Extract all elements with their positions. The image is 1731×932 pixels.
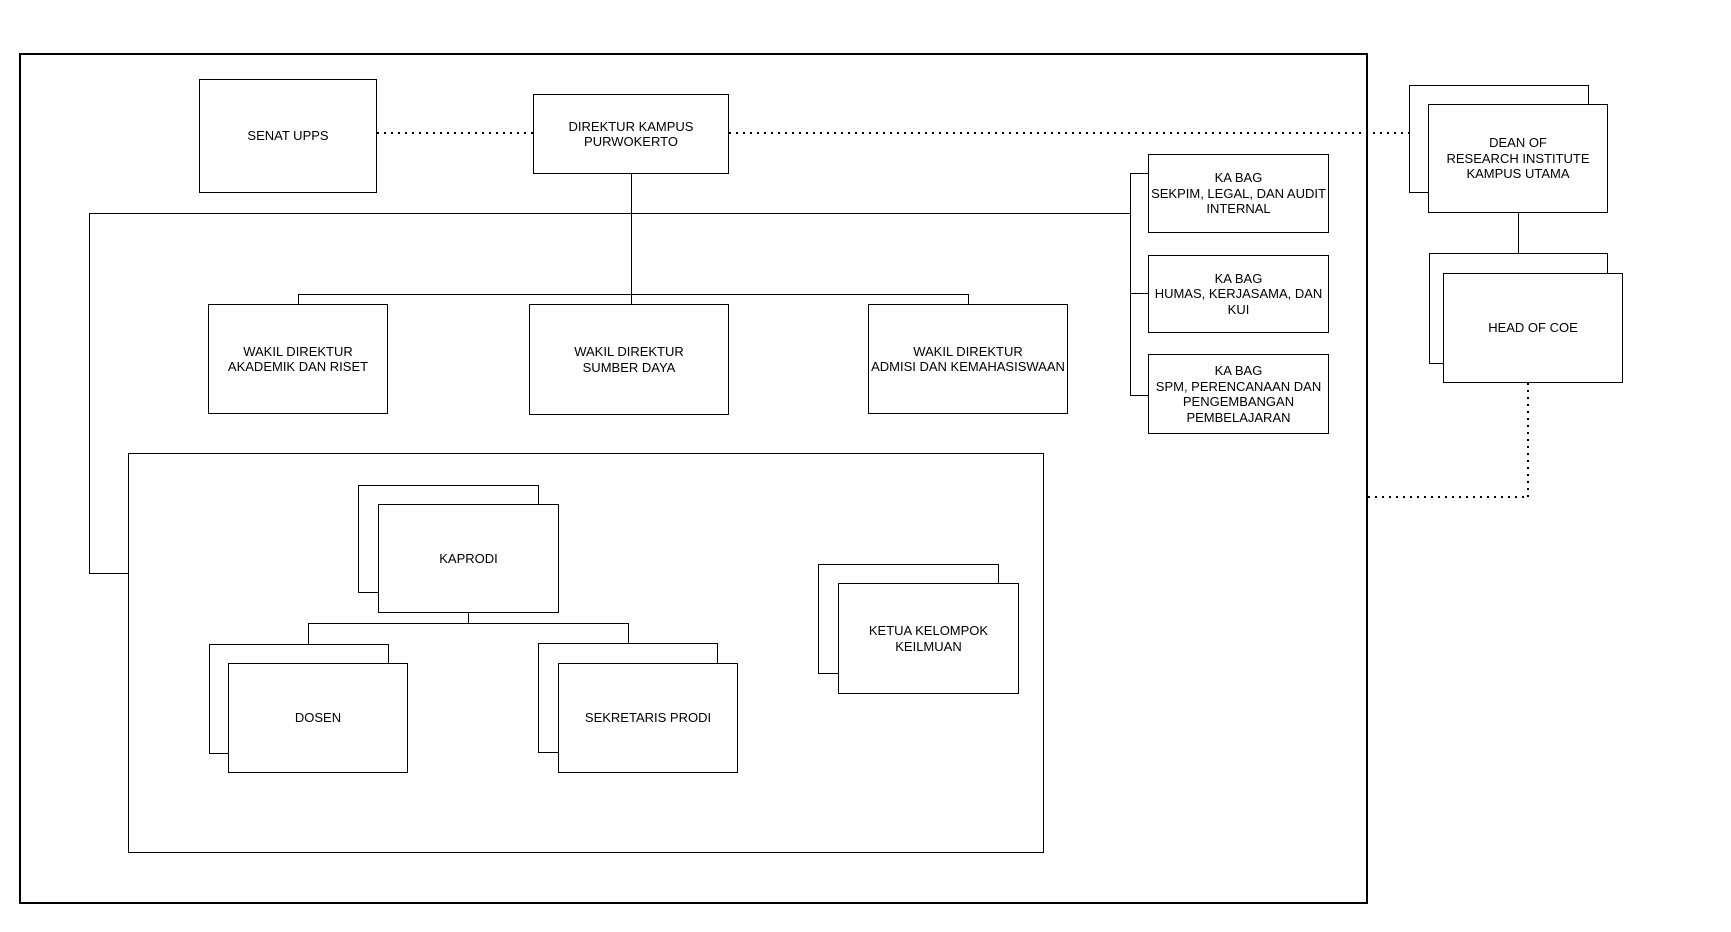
prodi-group-frame [128, 453, 1044, 853]
edge-stub-kabag-sekpim [1130, 173, 1148, 174]
node-sekretaris-prodi: SEKRETARIS PRODI [558, 663, 738, 773]
node-dosen: DOSEN [228, 663, 408, 773]
edge-left-drop [89, 213, 90, 573]
edge-stub-kabag-humas [1130, 293, 1148, 294]
edge-direktur-dean-dotted [729, 132, 1409, 134]
edge-stub-sekretaris [628, 623, 629, 643]
edge-coe-down-dotted [1527, 383, 1529, 497]
edge-dean-coe [1518, 213, 1519, 253]
edge-wakil-rail [298, 294, 968, 295]
node-wakil-akademik: WAKIL DIREKTUR AKADEMIK DAN RISET [208, 304, 388, 414]
edge-kaprodi-stub [468, 613, 469, 623]
edge-stub-wakil-akademik [298, 294, 299, 304]
node-head-coe: HEAD OF COE [1443, 273, 1623, 383]
node-direktur-kampus: DIREKTUR KAMPUS PURWOKERTO [533, 94, 729, 174]
edge-stub-kabag-spm [1130, 395, 1148, 396]
node-kabag-spm: KA BAG SPM, PERENCANAAN DAN PENGEMBANGAN… [1148, 354, 1329, 434]
edge-senat-direktur-dotted [377, 132, 533, 134]
edge-stub-dosen [308, 623, 309, 644]
edge-left-elbow [89, 573, 128, 574]
node-wakil-sumber-daya: WAKIL DIREKTUR SUMBER DAYA [529, 304, 729, 415]
node-kaprodi: KAPRODI [378, 504, 559, 613]
edge-kaprodi-rail [308, 623, 628, 624]
node-kabag-sekpim: KA BAG SEKPIM, LEGAL, DAN AUDIT INTERNAL [1148, 154, 1329, 233]
node-dean-ri: DEAN OF RESEARCH INSTITUTE KAMPUS UTAMA [1428, 104, 1608, 213]
node-ketua-kelompok: KETUA KELOMPOK KEILMUAN [838, 583, 1019, 694]
node-senat-upps: SENAT UPPS [199, 79, 377, 193]
edge-stub-wakil-admisi [968, 294, 969, 304]
node-kabag-humas: KA BAG HUMAS, KERJASAMA, DAN KUI [1148, 255, 1329, 333]
edge-kabag-rail [1130, 173, 1131, 395]
node-wakil-admisi: WAKIL DIREKTUR ADMISI DAN KEMAHASISWAAN [868, 304, 1068, 414]
edge-coe-frame-dotted [1368, 496, 1528, 498]
edge-feed-line [89, 213, 1130, 214]
edge-direktur-trunk [631, 174, 632, 304]
outer-unit-frame [19, 53, 1368, 904]
